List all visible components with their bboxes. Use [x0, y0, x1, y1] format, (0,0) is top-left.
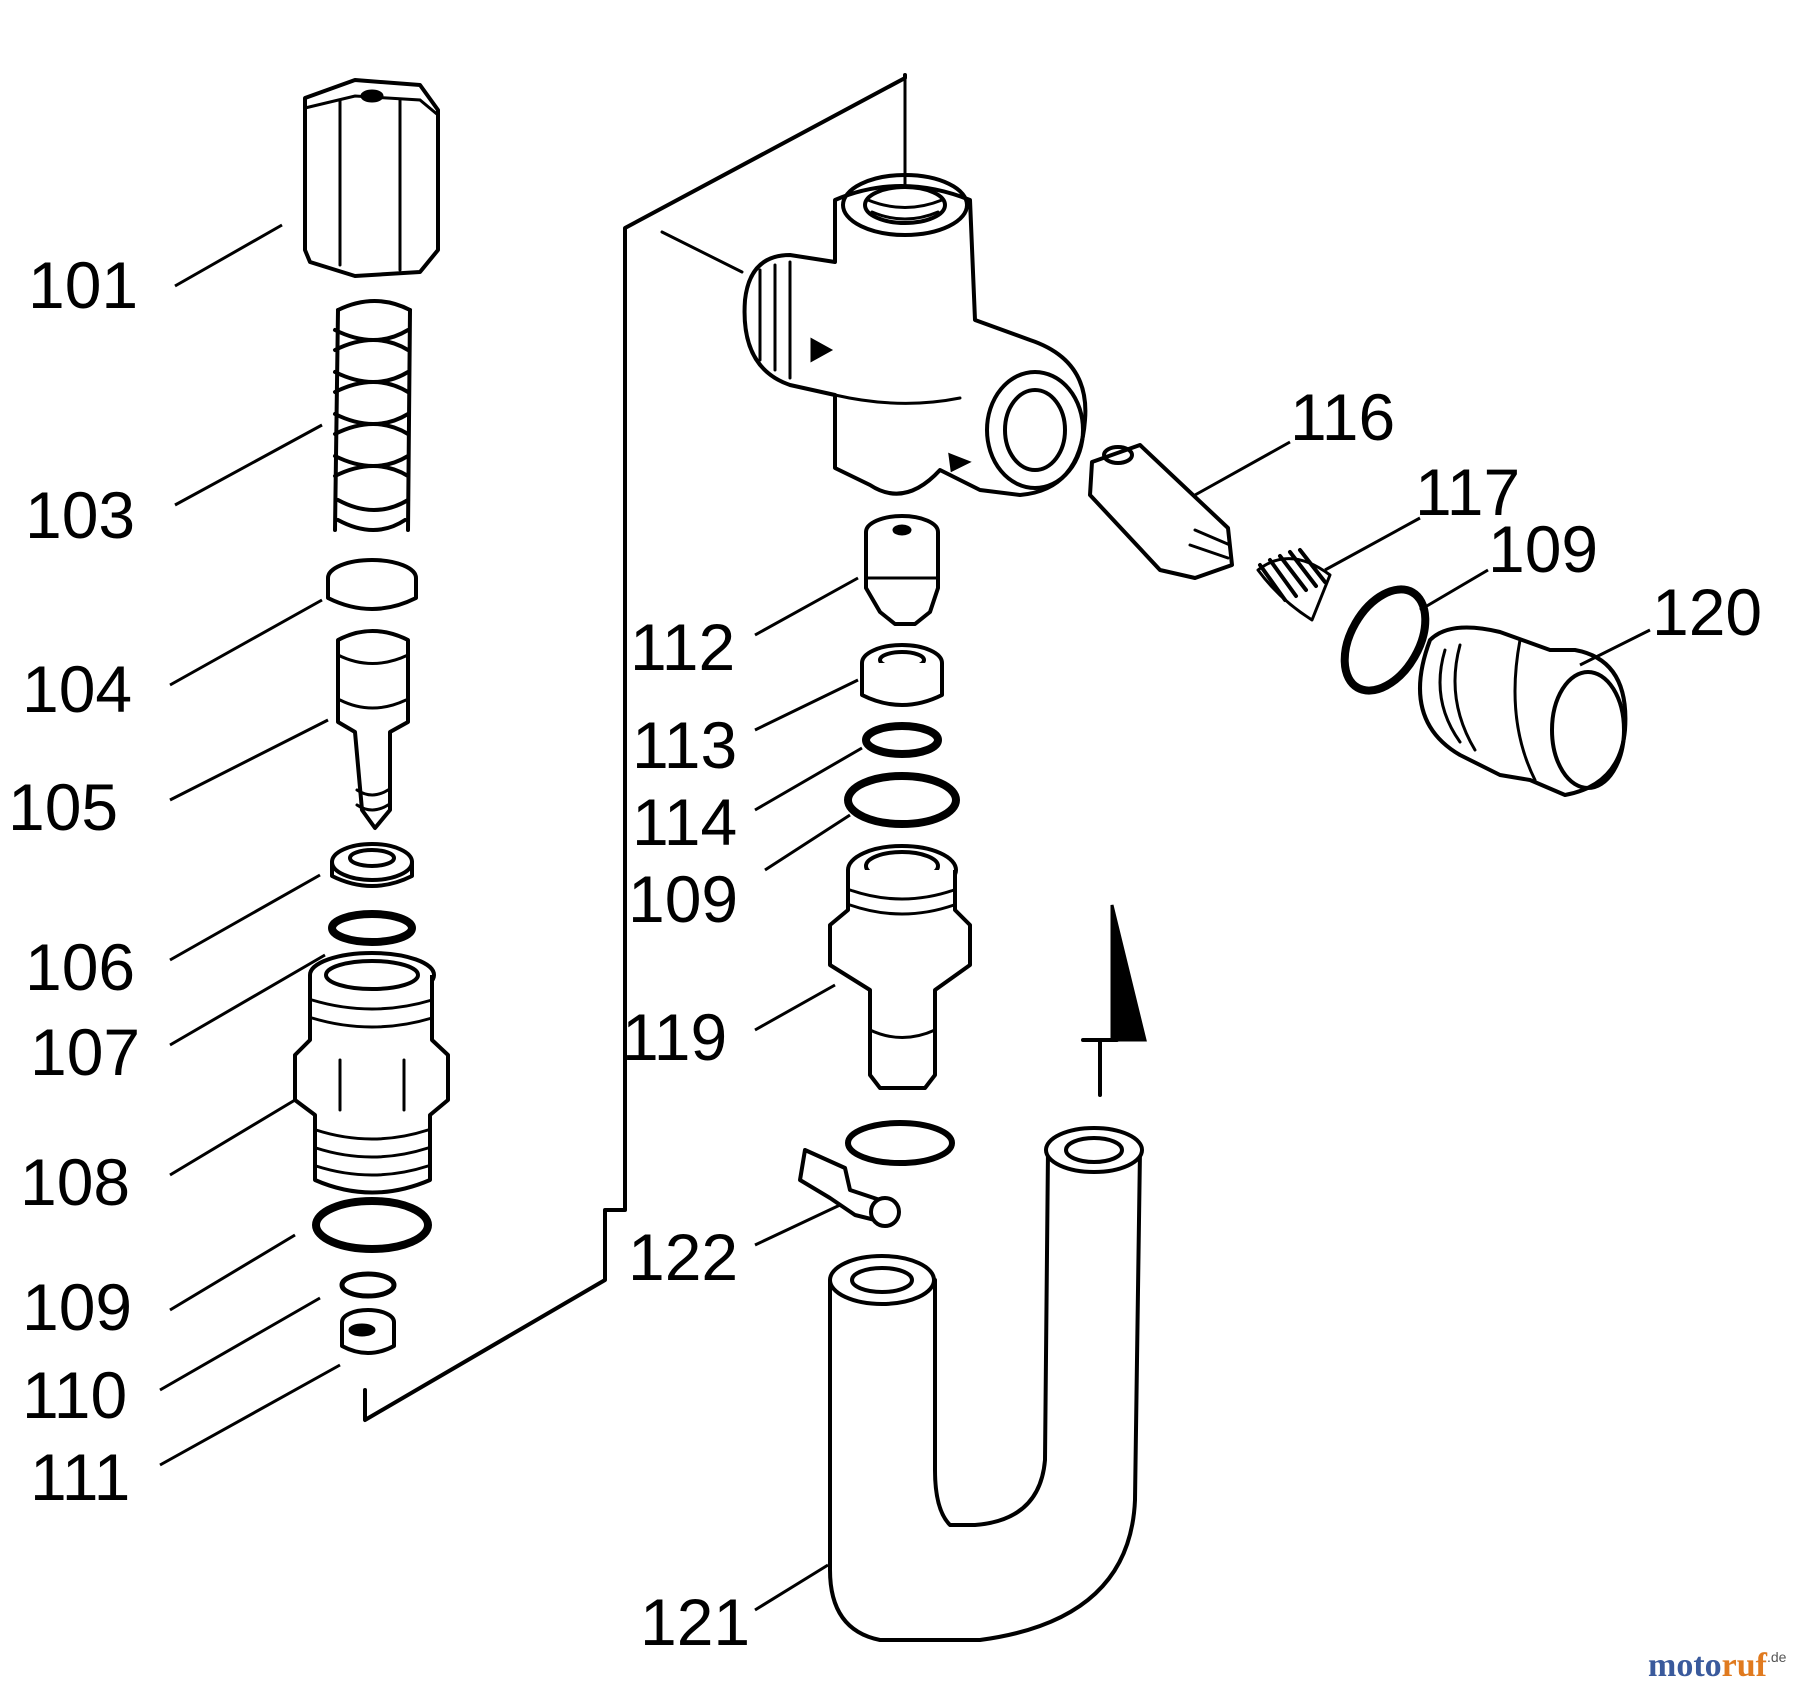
label-107: 107 [30, 1015, 140, 1089]
part-110-ring [339, 1271, 397, 1299]
label-103: 103 [25, 478, 135, 552]
part-109-ring-center [844, 772, 960, 828]
part-121-hose [828, 1126, 1144, 1642]
label-120: 120 [1652, 575, 1762, 649]
label-116: 116 [1290, 380, 1395, 454]
part-109-ring [312, 1197, 432, 1253]
watermark-ruf: ruf [1722, 1647, 1768, 1684]
assembly-outline [363, 73, 907, 1422]
part-valve-body [742, 173, 1088, 497]
flow-direction-arrow [1081, 904, 1147, 1097]
part-107-o-ring [328, 910, 416, 946]
label-108: 108 [20, 1145, 130, 1219]
part-labels: 101 103 104 105 106 107 108 109 110 111 … [8, 248, 1762, 1659]
label-104: 104 [22, 652, 132, 726]
label-106: 106 [25, 930, 135, 1004]
watermark-tld: .de [1767, 1649, 1787, 1665]
label-122: 122 [628, 1220, 738, 1294]
part-113-ring [860, 643, 944, 707]
part-108-fitting [293, 951, 450, 1195]
label-110: 110 [22, 1358, 127, 1432]
part-120-fitting [1418, 625, 1628, 797]
part-117-spring [1256, 548, 1332, 622]
part-104-disc [326, 558, 418, 611]
part-105-piston [336, 629, 410, 830]
leader-lines [159, 223, 1651, 1612]
part-103-spring [333, 299, 412, 532]
label-112: 112 [630, 610, 735, 684]
watermark-moto: moto [1648, 1647, 1722, 1684]
label-109-left: 109 [22, 1270, 132, 1344]
part-122-hose-clamp [798, 1120, 955, 1228]
part-119-fitting [828, 844, 972, 1090]
label-109-right: 109 [1488, 512, 1598, 586]
label-114: 114 [632, 785, 737, 859]
part-106-ring [330, 842, 414, 888]
part-109-ring-right [1340, 585, 1430, 695]
part-101-cap-nut [303, 78, 440, 278]
label-121: 121 [640, 1585, 750, 1659]
label-117: 117 [1415, 455, 1520, 529]
part-112-nozzle [864, 514, 940, 626]
part-111-sleeve [340, 1308, 396, 1355]
assembly-outline-side [660, 230, 744, 274]
label-119: 119 [622, 1000, 727, 1074]
label-109-center: 109 [628, 862, 738, 936]
watermark-logo: motoruf.de [1648, 1647, 1787, 1684]
part-116-pin [1088, 443, 1234, 580]
part-114-o-ring [862, 722, 942, 758]
label-105: 105 [8, 770, 118, 844]
svg-text:motoruf.de: motoruf.de [1648, 1647, 1787, 1684]
label-113: 113 [632, 708, 737, 782]
label-111: 111 [30, 1440, 130, 1514]
label-101: 101 [28, 248, 138, 322]
